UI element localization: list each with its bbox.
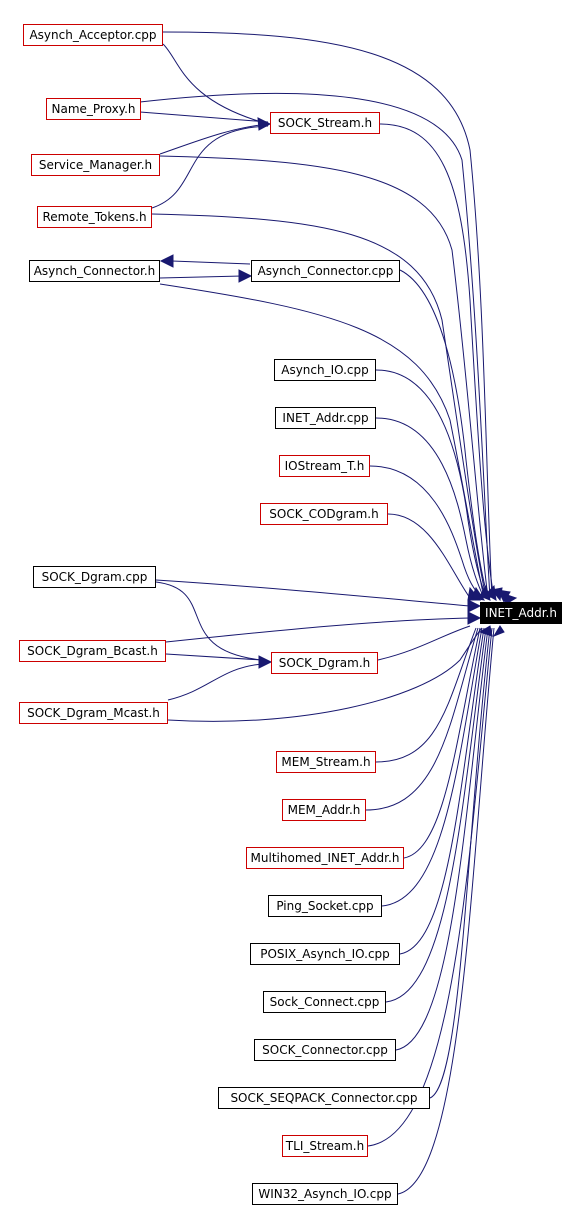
- node-posix-asynch-io-cpp[interactable]: POSIX_Asynch_IO.cpp: [250, 943, 400, 965]
- edge-remote-tokens-to-inet-addr: [151, 213, 487, 599]
- edge-asynch-io-cpp-to-inet-addr: [375, 369, 487, 599]
- edge-mem-addr-to-inet-addr: [365, 627, 479, 811]
- edge-name-proxy-to-inet-addr: [139, 92, 491, 599]
- edge-asynch-connector-h-to-inet-addr: [159, 283, 485, 599]
- edge-ping-socket-to-inet-addr: [381, 627, 483, 907]
- node-sock-dgram-h[interactable]: SOCK_Dgram.h: [271, 652, 378, 674]
- node-asynch-acceptor-cpp[interactable]: Asynch_Acceptor.cpp: [23, 24, 163, 46]
- edge-inet-addr-cpp-to-inet-addr: [375, 417, 485, 599]
- edge-mem-stream-to-inet-addr: [375, 627, 477, 763]
- node-sock-dgram-mcast-h[interactable]: SOCK_Dgram_Mcast.h: [19, 702, 168, 724]
- node-service-manager-h[interactable]: Service_Manager.h: [31, 154, 160, 176]
- edge-sock-connect-to-inet-addr: [385, 627, 487, 1003]
- node-win32-asynch-io-cpp[interactable]: WIN32_Asynch_IO.cpp: [252, 1183, 398, 1205]
- node-sock-connect-cpp[interactable]: Sock_Connect.cpp: [263, 991, 386, 1013]
- node-sock-dgram-cpp[interactable]: SOCK_Dgram.cpp: [33, 566, 156, 588]
- node-sock-seqpack-connector-cpp[interactable]: SOCK_SEQPACK_Connector.cpp: [218, 1087, 430, 1109]
- arrowhead-asynch-connector-h: [159, 254, 174, 268]
- node-ping-socket-cpp[interactable]: Ping_Socket.cpp: [268, 895, 382, 917]
- edge-multihomed-to-inet-addr: [403, 627, 481, 859]
- edge-posix-asynch-io-to-inet-addr: [399, 627, 485, 955]
- node-asynch-connector-h[interactable]: Asynch_Connector.h: [29, 260, 160, 282]
- edge-remote-tokens-to-sock-stream: [151, 125, 269, 209]
- arrowhead-asynch-connector-cpp: [238, 269, 253, 283]
- node-mem-stream-h[interactable]: MEM_Stream.h: [276, 751, 376, 773]
- edge-sock-dgram-mcast-to-sock-dgram: [167, 663, 263, 701]
- node-mem-addr-h[interactable]: MEM_Addr.h: [282, 799, 366, 821]
- edge-tli-stream-to-inet-addr: [367, 627, 493, 1147]
- edge-asynch-connector-cpp-to-inet-addr: [399, 269, 489, 599]
- edge-sock-stream-to-inet-addr: [379, 123, 495, 599]
- edge-sock-dgram-bcast-to-sock-dgram: [165, 653, 263, 661]
- edge-sock-dgram-bcast-to-inet-addr: [165, 617, 471, 643]
- arrowhead-sock-dgram: [258, 655, 273, 669]
- edge-asynch-acceptor-to-sock-stream: [162, 43, 269, 125]
- edge-sock-dgram-cpp-to-sock-dgram: [155, 581, 263, 661]
- node-asynch-io-cpp[interactable]: Asynch_IO.cpp: [274, 359, 376, 381]
- node-remote-tokens-h[interactable]: Remote_Tokens.h: [37, 206, 152, 228]
- edge-service-manager-to-sock-stream: [159, 123, 269, 155]
- edge-sock-dgram-to-inet-addr: [377, 625, 471, 661]
- node-sock-connector-cpp[interactable]: SOCK_Connector.cpp: [254, 1039, 396, 1061]
- arrowhead-inet-addr-left-1: [467, 599, 482, 613]
- arrowhead-inet-addr-top-2: [471, 586, 486, 601]
- edge-sock-codgram-to-inet-addr: [387, 513, 471, 599]
- arrowhead-sock-stream: [257, 117, 272, 131]
- node-asynch-connector-cpp[interactable]: Asynch_Connector.cpp: [251, 260, 400, 282]
- node-inet-addr-h: INET_Addr.h: [480, 602, 562, 624]
- arrowhead-inet-addr-left-2: [467, 611, 482, 625]
- node-tli-stream-h[interactable]: TLI_Stream.h: [282, 1135, 368, 1157]
- arrowhead-inet-addr-top-7: [503, 593, 518, 605]
- edges: [139, 31, 518, 1195]
- node-name-proxy-h[interactable]: Name_Proxy.h: [46, 98, 141, 120]
- arrowhead-inet-addr-bottom-1: [478, 625, 493, 637]
- edge-iostream-t-to-inet-addr: [369, 465, 483, 599]
- edge-sock-connector-to-inet-addr: [395, 627, 489, 1051]
- node-sock-dgram-bcast-h[interactable]: SOCK_Dgram_Bcast.h: [19, 640, 166, 662]
- edge-sock-dgram-mcast-to-inet-addr: [167, 627, 483, 722]
- node-sock-codgram-h[interactable]: SOCK_CODgram.h: [260, 503, 388, 525]
- edge-asynch-acceptor-to-inet-addr: [162, 31, 493, 599]
- node-inet-addr-cpp[interactable]: INET_Addr.cpp: [275, 407, 376, 429]
- arrowhead-inet-addr-bottom-2: [492, 625, 505, 638]
- edge-sock-dgram-cpp-to-inet-addr: [155, 579, 471, 607]
- edge-sock-seqpack-connector-to-inet-addr: [429, 627, 491, 1099]
- node-iostream-t-h[interactable]: IOStream_T.h: [279, 455, 370, 477]
- edge-name-proxy-to-sock-stream: [139, 111, 269, 123]
- node-sock-stream-h[interactable]: SOCK_Stream.h: [270, 112, 380, 134]
- edge-asynch-connector-cpp-to-h: [171, 260, 251, 265]
- edge-service-manager-to-inet-addr: [159, 155, 489, 599]
- node-multihomed-inet-addr-h[interactable]: Multihomed_INET_Addr.h: [246, 847, 404, 869]
- edge-asynch-connector-h-to-cpp: [159, 275, 243, 279]
- edge-win32-asynch-io-to-inet-addr: [397, 627, 495, 1195]
